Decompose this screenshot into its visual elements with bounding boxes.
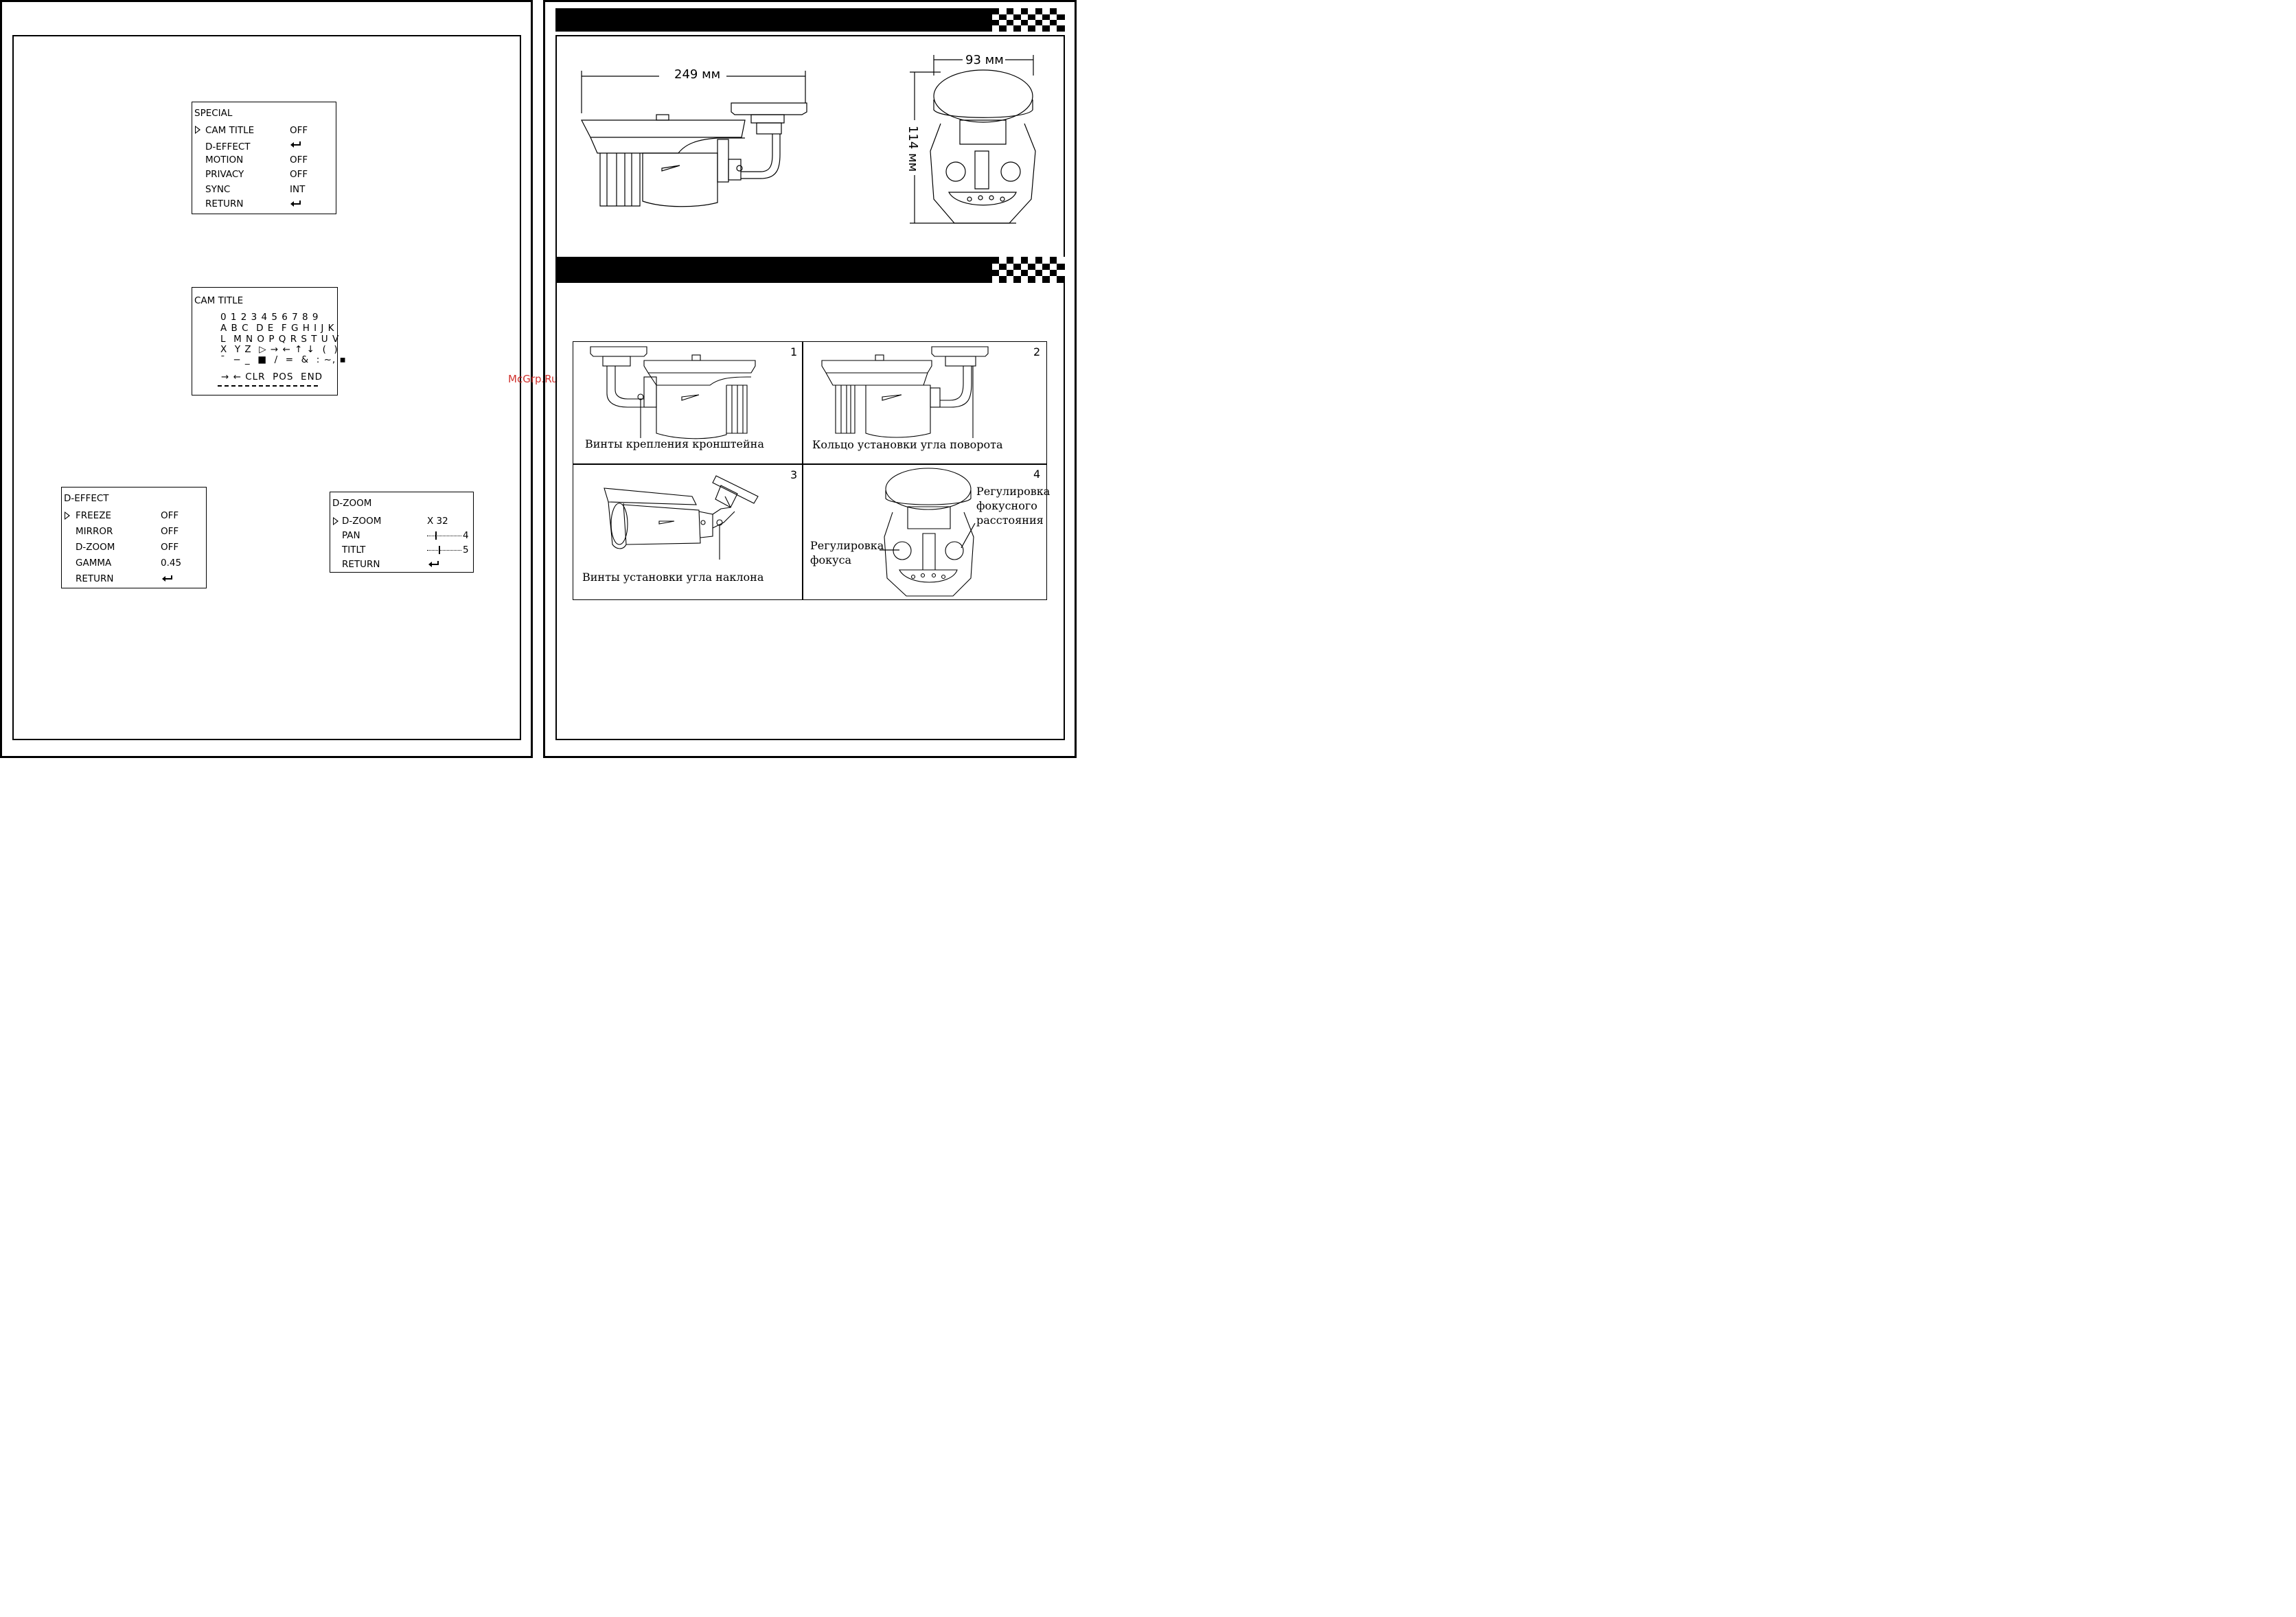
menu-cursor-icon (333, 517, 338, 525)
left-page-inner-frame (12, 35, 521, 740)
camera-bracket-screws-drawing (590, 346, 756, 439)
tilt-slider-handle[interactable] (439, 546, 440, 554)
dimension-length-label: 249 мм (671, 67, 724, 82)
installation-grid (573, 341, 1047, 600)
character-row[interactable]: ¯ − _ ■ / = & : ~, ▪ (220, 354, 347, 365)
right-page-inner-frame (555, 35, 1065, 740)
d-zoom-menu: D-ZOOM D-ZOOM X 32 PAN 4 TITLT 5 RETURN (330, 492, 474, 573)
step-number: 3 (790, 468, 798, 481)
section-header-bar (555, 8, 1065, 32)
menu-cursor-icon (195, 126, 200, 134)
menu-item-value: INT (290, 184, 306, 195)
menu-item-label[interactable]: CAM TITLE (205, 125, 255, 136)
menu-item-label[interactable]: D-ZOOM (342, 516, 382, 527)
special-menu-title: SPECIAL (194, 108, 233, 119)
dimension-width-label: 93 мм (964, 53, 1005, 67)
menu-item-label[interactable]: FREEZE (76, 510, 111, 521)
step-caption: Кольцо установки угла поворота (812, 438, 1003, 451)
cam-title-menu-title: CAM TITLE (194, 295, 244, 306)
menu-cursor-icon (65, 512, 70, 520)
enter-icon (428, 561, 439, 567)
pan-slider-handle[interactable] (435, 531, 437, 540)
special-menu: SPECIAL CAM TITLE OFF D-EFFECT MOTION OF… (192, 102, 336, 214)
menu-item-value: OFF (161, 542, 179, 553)
grid-divider (573, 463, 1047, 465)
enter-icon (162, 575, 172, 582)
menu-item-label[interactable]: MIRROR (76, 526, 113, 537)
grid-divider (802, 341, 803, 600)
step-number: 4 (1033, 468, 1041, 481)
title-entry-underline (218, 385, 318, 387)
menu-item-label[interactable]: RETURN (342, 559, 380, 570)
character-row[interactable]: 0 1 2 3 4 5 6 7 8 9 (220, 312, 319, 323)
menu-item-label[interactable]: D-EFFECT (205, 141, 251, 152)
camera-front-view-drawing (910, 55, 1036, 224)
step-number: 2 (1033, 345, 1041, 358)
character-row[interactable]: L M N O P Q R S T U V (220, 334, 340, 345)
cam-title-actions[interactable]: → ← CLR POS END (221, 371, 323, 382)
menu-item-label[interactable]: SYNC (205, 184, 231, 195)
section-header-bar (555, 257, 1065, 283)
enter-icon (290, 141, 301, 148)
camera-side-view-drawing (581, 71, 807, 207)
menu-item-value: OFF (290, 125, 308, 136)
menu-item-value: OFF (161, 510, 179, 521)
left-page-frame (0, 0, 533, 758)
menu-item-label[interactable]: RETURN (205, 198, 244, 209)
right-page-frame (543, 0, 1077, 758)
watermark-text: McGrp.Ru (508, 373, 558, 385)
d-zoom-menu-title: D-ZOOM (332, 498, 372, 509)
camera-rotation-ring-drawing (821, 346, 989, 438)
tilt-slider-value: 5 (463, 544, 469, 555)
menu-item-label[interactable]: TITLT (342, 544, 366, 555)
pan-slider-value: 4 (463, 530, 469, 541)
menu-item-label[interactable]: PAN (342, 530, 360, 541)
menu-item-label[interactable]: PRIVACY (205, 169, 244, 180)
menu-item-label[interactable]: MOTION (205, 154, 244, 165)
tilt-slider-track[interactable] (427, 550, 461, 551)
dimension-height-label: 114 мм (906, 124, 921, 174)
step-number: 1 (790, 345, 798, 358)
character-row[interactable]: A B C D E F G H I J K (220, 323, 335, 334)
enter-icon (290, 200, 301, 207)
camera-tilt-screws-drawing (604, 475, 759, 560)
step-caption: Винты крепления кронштейна (585, 437, 764, 450)
menu-item-value: OFF (290, 154, 308, 165)
checker-flag-icon (992, 257, 1065, 283)
menu-item-label[interactable]: D-ZOOM (76, 542, 115, 553)
checker-flag-icon (992, 8, 1065, 32)
d-effect-menu: D-EFFECT FREEZE OFF MIRROR OFF D-ZOOM OF… (61, 487, 207, 588)
menu-item-label[interactable]: GAMMA (76, 558, 112, 569)
caption-leader-lines (880, 523, 976, 551)
menu-item-value: OFF (161, 526, 179, 537)
focus-caption: Регулировка фокуса (810, 539, 884, 566)
d-effect-menu-title: D-EFFECT (64, 493, 109, 504)
camera-focus-adjust-drawing (884, 468, 974, 597)
menu-item-value: 0.45 (161, 558, 182, 569)
step-caption: Винты установки угла наклона (582, 571, 764, 584)
cam-title-menu: CAM TITLE 0 1 2 3 4 5 6 7 8 9 A B C D E … (192, 287, 346, 395)
menu-item-label[interactable]: RETURN (76, 573, 114, 584)
menu-item-value: X 32 (427, 516, 448, 527)
zoom-caption: Регулировка фокусного расстояния (976, 485, 1051, 527)
character-row[interactable]: X Y Z ▷ → ← ↑ ↓ ( ) (220, 344, 338, 355)
menu-item-value: OFF (290, 169, 308, 180)
